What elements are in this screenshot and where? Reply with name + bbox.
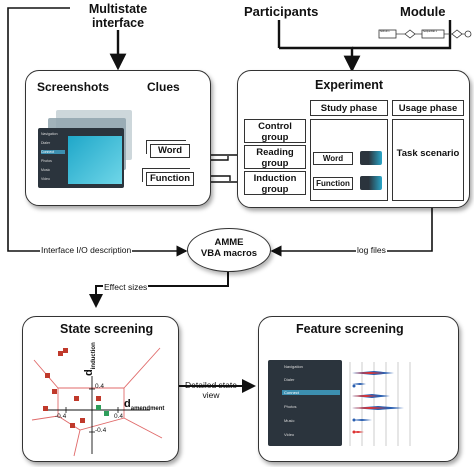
study-function-box: Function — [313, 177, 353, 190]
interface-io-label: Interface I/O description — [40, 245, 133, 255]
feature-screenshot: Navigation Dialer Connect Photos Music V… — [268, 360, 342, 446]
tick-y-neg: -0.4 — [95, 427, 107, 434]
effect-sizes-line — [89, 272, 229, 308]
feature-screening-title: Feature screening — [296, 322, 404, 336]
state-point — [74, 396, 79, 401]
experiment-title: Experiment — [315, 78, 384, 92]
state-point — [70, 423, 75, 428]
amme-line1: AMME — [214, 237, 244, 248]
state-point — [80, 418, 85, 423]
reading-group: Reading group — [244, 145, 306, 169]
spindles — [352, 371, 404, 434]
usage-phase-area — [392, 119, 464, 201]
screenshot-front: Navigation Dialer Connect Photos Music V… — [38, 128, 124, 188]
state-point — [104, 411, 109, 416]
log-files-label: log files — [356, 245, 387, 255]
usage-phase-header: Usage phase — [392, 100, 464, 116]
screenshots-title: Screenshots — [37, 80, 110, 94]
clues-title: Clues — [147, 80, 180, 94]
x-axis-d: d — [124, 398, 131, 410]
study-phase-header: Study phase — [310, 100, 388, 116]
detailed-state-view-label: Detailed state view — [185, 380, 237, 400]
study-word-box: Word — [313, 152, 353, 165]
effect-sizes-label: Effect sizes — [103, 282, 149, 292]
amme-ellipse: AMME VBA macros — [187, 228, 271, 272]
state-point — [45, 373, 50, 378]
log-files-line — [270, 197, 433, 257]
screenshot-wave-area — [68, 136, 122, 184]
state-point — [43, 406, 48, 411]
screenshot-menu-1: Dialer — [41, 141, 51, 145]
tick-x-neg: -0.4 — [55, 413, 67, 420]
feature-menu-1: Dialer — [284, 377, 295, 382]
amme-line2: VBA macros — [200, 248, 258, 259]
function-clue: Function — [146, 172, 194, 186]
tick-y-pos: 0.4 — [95, 383, 105, 390]
study-word-screenshot — [360, 151, 382, 165]
state-point — [96, 396, 101, 401]
control-group: Control group — [244, 119, 306, 143]
screenshot-menu-5: Video — [41, 177, 50, 181]
state-points — [43, 348, 109, 428]
screenshot-menu-4: Music — [41, 168, 51, 172]
multistate-interface-label: Multistate interface — [82, 2, 154, 30]
x-axis-label: damendment — [124, 398, 164, 412]
tick-x-pos: 0.4 — [114, 413, 124, 420]
state-point — [96, 405, 101, 410]
module-label: Module — [400, 4, 446, 19]
module-node-1: Stimuli 1 — [380, 30, 390, 33]
screenshot-menu-0: Navigation — [41, 132, 58, 136]
state-point — [63, 348, 68, 353]
state-point — [52, 389, 57, 394]
state-screening-title: State screening — [60, 322, 154, 336]
feature-menu-4: Music — [284, 418, 295, 423]
feature-menu-5: Video — [284, 432, 295, 437]
state-boundaries — [31, 347, 163, 457]
module-node-3: Sequential 1 — [423, 30, 437, 33]
induction-group: Induction group — [244, 171, 306, 195]
x-axis-sub: amendment — [130, 406, 165, 413]
state-point — [58, 351, 63, 356]
multistate-interface-text: Multistate interface — [88, 2, 148, 30]
screenshot-menu-3: Photos — [41, 159, 52, 163]
feature-menu-0: Navigation — [284, 364, 303, 369]
word-clue: Word — [150, 144, 190, 158]
task-scenario: Task scenario — [396, 148, 460, 159]
feature-menu-3: Photos — [284, 404, 297, 409]
screenshot-menu-2: Connect — [41, 150, 65, 154]
study-function-screenshot — [360, 176, 382, 190]
feature-menu-2: Connect — [282, 390, 340, 395]
participants-label: Participants — [244, 4, 319, 19]
state-screening-panel — [22, 316, 179, 462]
